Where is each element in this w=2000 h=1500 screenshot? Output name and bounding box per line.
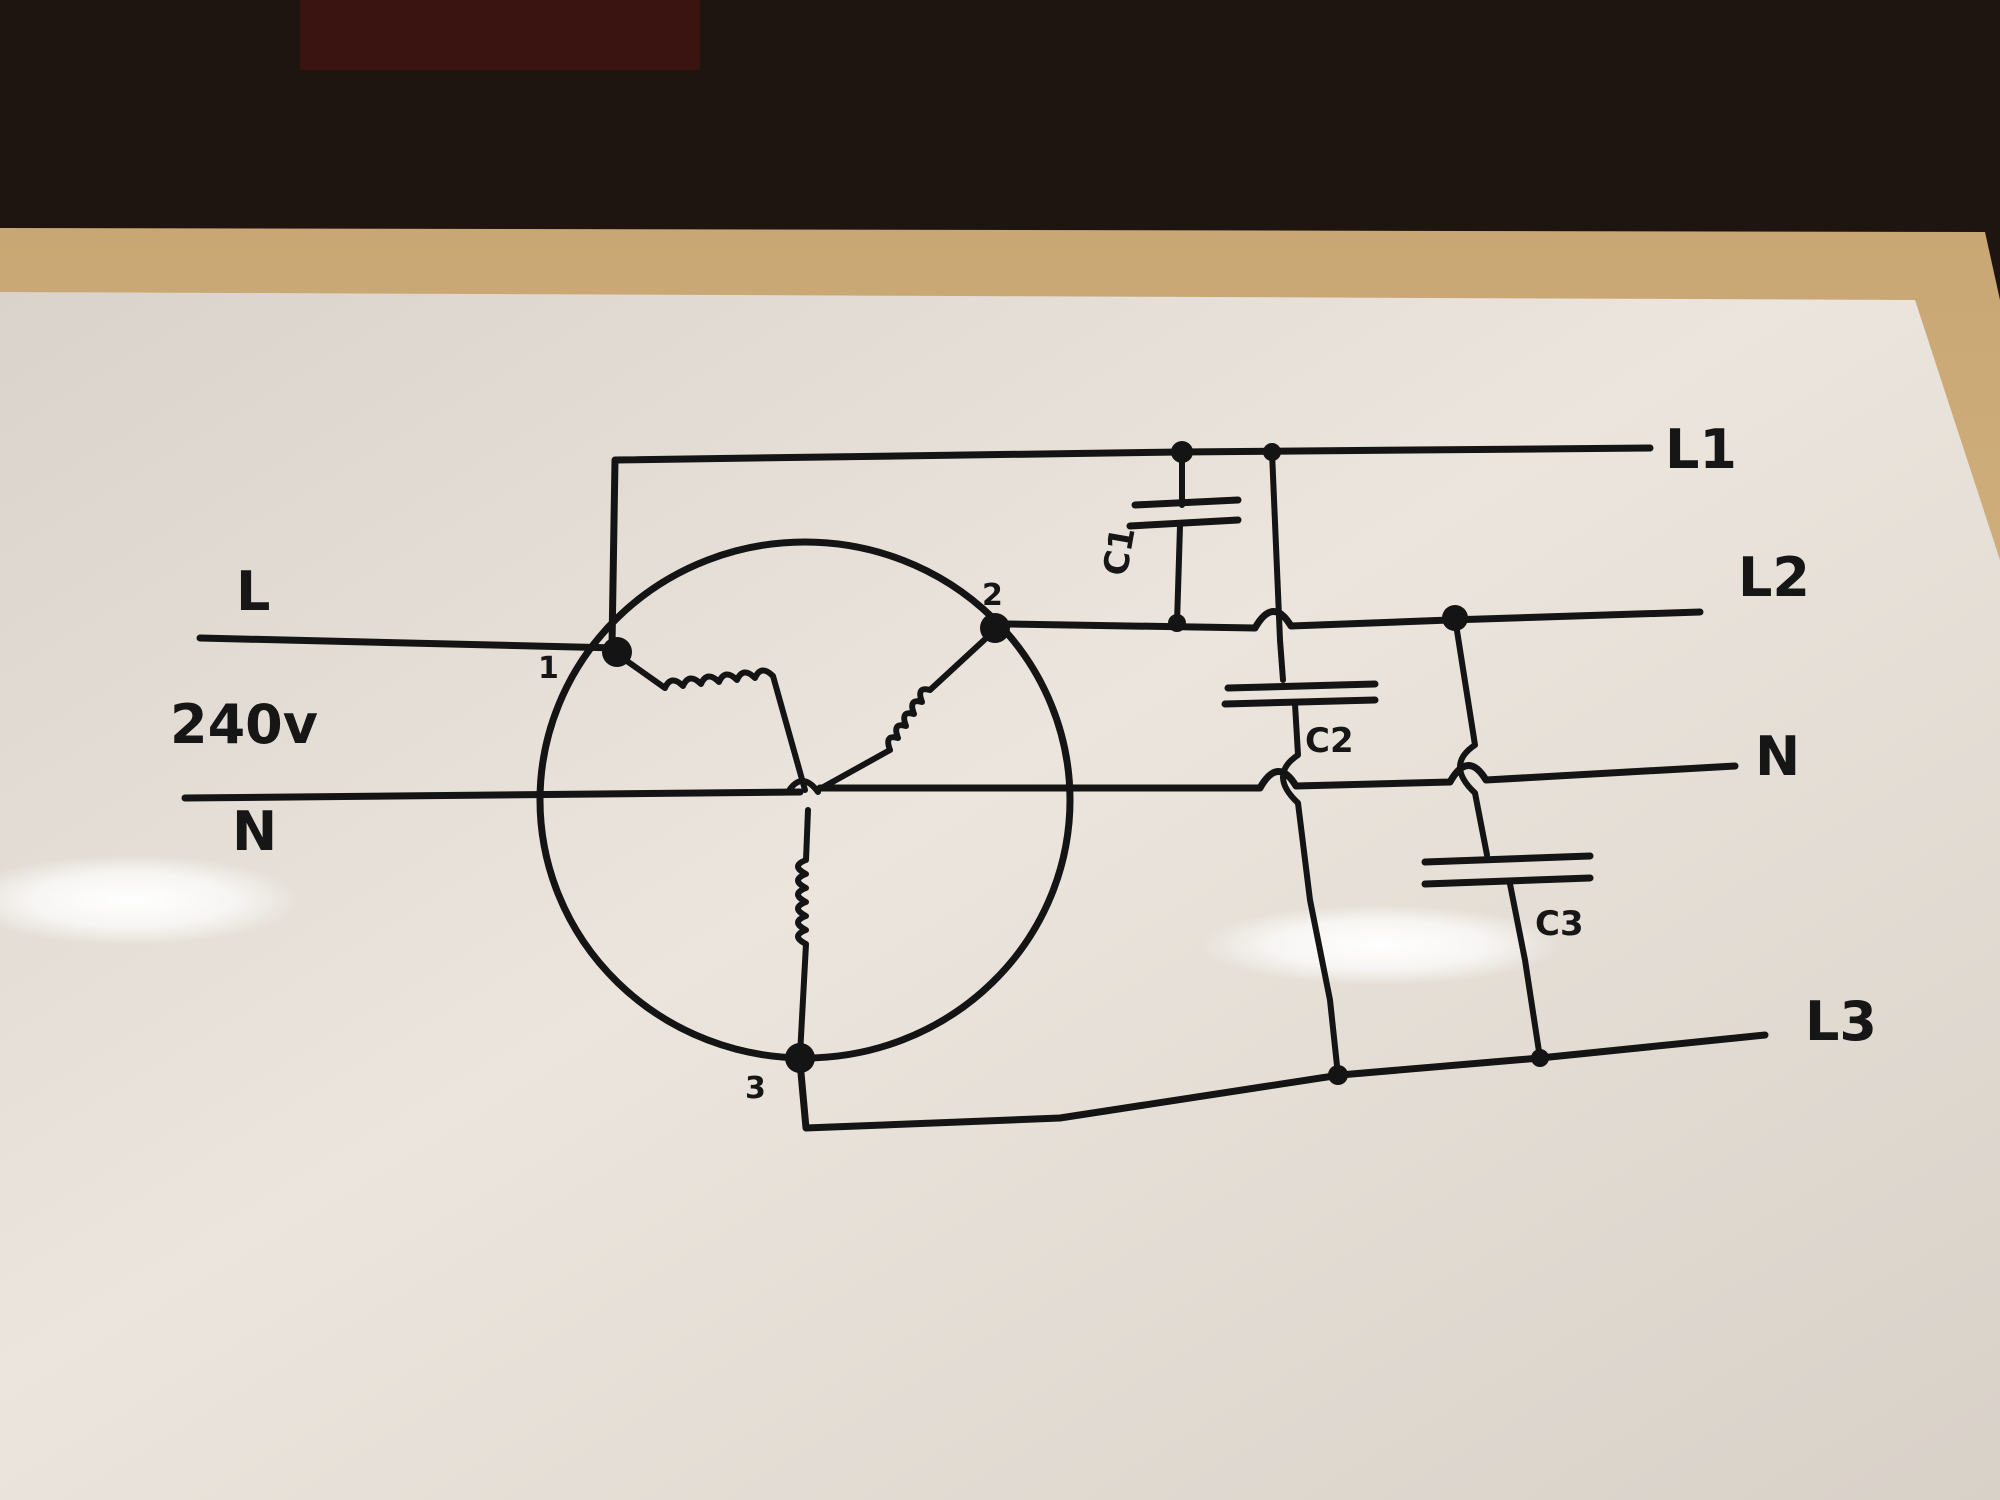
node-3-dot: [785, 1043, 815, 1073]
glare-center: [1200, 905, 1560, 985]
output-l2-label: L2: [1738, 546, 1810, 609]
l2-bus: [1004, 608, 1704, 632]
output-l1-label: L1: [1665, 418, 1737, 481]
l3-bus: [796, 1031, 1769, 1132]
capacitor-c1: [1126, 449, 1242, 626]
supply-live-label: L: [236, 560, 270, 623]
n-bus: [816, 762, 1739, 792]
board-surface: [0, 292, 2000, 1500]
red-object: [300, 0, 700, 70]
capacitor-c3-label: C3: [1535, 904, 1584, 944]
output-n-label: N: [1755, 725, 1800, 788]
supply-voltage-label: 240v: [170, 693, 318, 756]
node-3-label: 3: [745, 1071, 766, 1106]
supply-live-wire: [196, 634, 621, 652]
capacitor-c2: [1221, 449, 1379, 1078]
output-l3-label: L3: [1805, 990, 1877, 1053]
node-1-label: 1: [538, 651, 559, 686]
glare-left: [0, 855, 300, 945]
supply-wiring: [181, 634, 804, 802]
supply-neutral-label: N: [232, 800, 277, 863]
winding-3: [795, 807, 811, 1058]
supply-neutral-wire: [181, 788, 804, 802]
node-1-dot: [602, 637, 632, 667]
winding-2: [815, 627, 998, 793]
winding-1: [614, 651, 808, 793]
capacitor-c2-label: C2: [1305, 721, 1354, 761]
node-2-dot: [980, 613, 1010, 643]
l1-bus: [608, 444, 1654, 649]
capacitor-c1-label: C1: [1096, 524, 1144, 579]
node-2-label: 2: [982, 578, 1003, 613]
capacitor-c3: [1421, 615, 1594, 1061]
